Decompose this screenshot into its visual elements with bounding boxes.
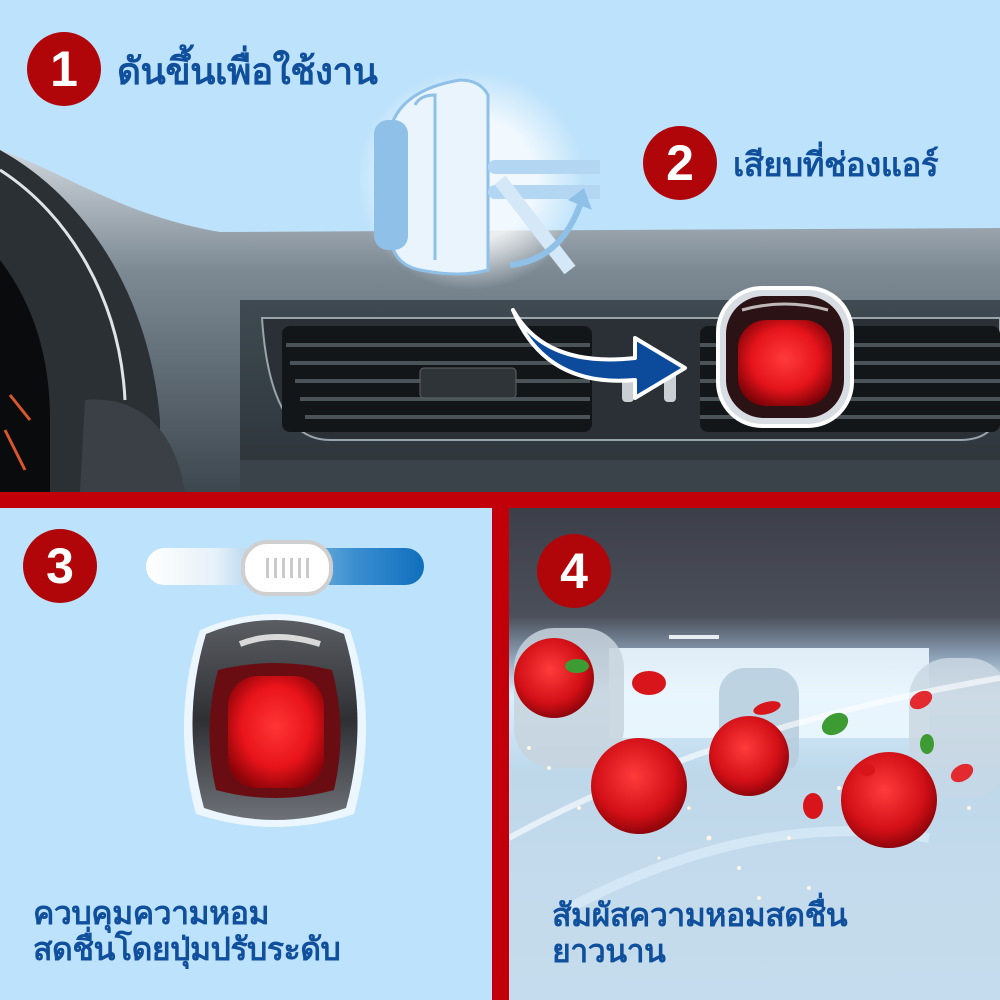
step-3-label-line-1: ควบคุมความหอม xyxy=(33,895,270,931)
rose-icon xyxy=(514,638,937,848)
vent-clip-diagram-icon xyxy=(360,70,600,290)
step-4-label-line-2: ยาวนาน xyxy=(552,932,666,969)
curved-arrow-right-icon xyxy=(511,308,687,400)
car-interior-scene xyxy=(509,628,1000,1000)
step-3-label-line-2: สดชื่นโดยปุ่มปรับระดับ xyxy=(33,930,341,967)
step-2-badge: 2 xyxy=(643,126,717,200)
step-4-label-line-1: สัมผัสความหอมสดชื่น xyxy=(552,897,848,933)
step-4-badge: 4 xyxy=(537,534,611,608)
panel-step-4: 4 สัมผัสความหอมสดชื่น ยาวนาน xyxy=(509,508,1000,1000)
vertical-divider xyxy=(492,492,509,1000)
air-freshener-pod-icon xyxy=(183,614,367,827)
air-freshener-pod-icon xyxy=(716,286,854,428)
step-2-label: เสียบที่ช่องแอร์ xyxy=(733,146,939,183)
intensity-slider-thumb[interactable] xyxy=(241,540,333,596)
panel-step-1-2: 1 ดันขึ้นเพื่อใช้งาน 2 เสียบที่ช่องแอร์ xyxy=(0,0,1000,492)
step-1-label: ดันขึ้นเพื่อใช้งาน xyxy=(117,51,378,92)
step-3-label: ควบคุมความหอม สดชื่นโดยปุ่มปรับระดับ xyxy=(33,895,341,968)
panel-step-3: 3 ควบคุมความหอม สด xyxy=(0,508,492,1000)
step-3-badge: 3 xyxy=(23,529,97,603)
step-4-label: สัมผัสความหอมสดชื่น ยาวนาน xyxy=(552,897,848,970)
step-1-badge: 1 xyxy=(27,32,101,106)
